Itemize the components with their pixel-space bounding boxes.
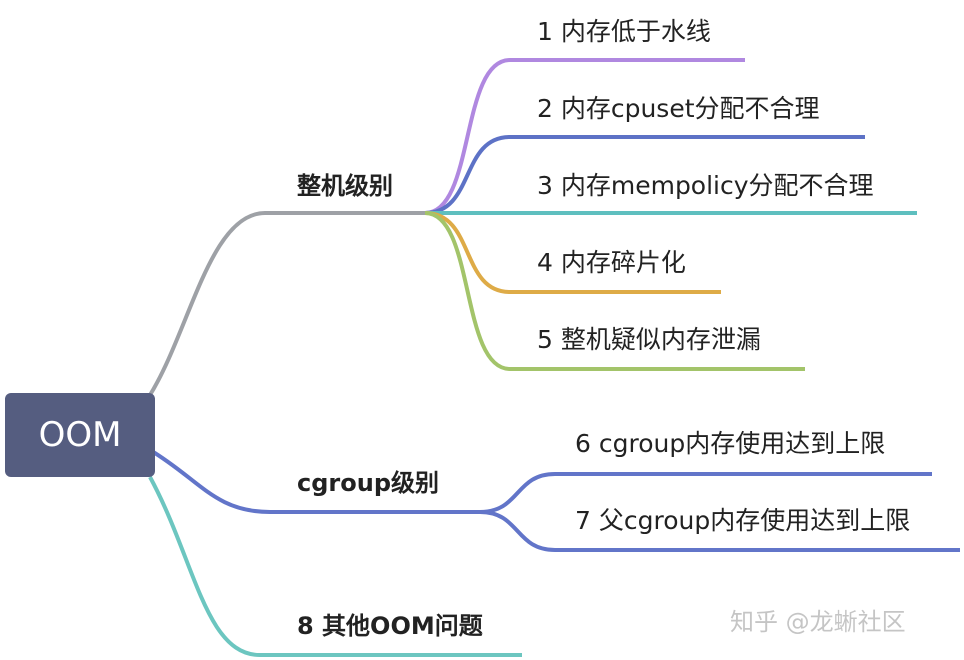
connector-cgroup-limit bbox=[479, 472, 932, 514]
leaf-parent-cgroup-limit[interactable]: 7 父cgroup内存使用达到上限 bbox=[575, 506, 911, 535]
leaf-mempolicy[interactable]: 3 内存mempolicy分配不合理 bbox=[537, 171, 874, 200]
connector-fragmentation bbox=[424, 211, 721, 294]
connector-root-to-whole-machine bbox=[148, 211, 425, 397]
watermark: 知乎 @龙蜥社区 bbox=[730, 608, 906, 636]
root-node-label: OOM bbox=[38, 415, 122, 455]
root-node-oom[interactable]: OOM bbox=[5, 393, 155, 477]
leaf-cpuset[interactable]: 2 内存cpuset分配不合理 bbox=[537, 94, 820, 123]
branch-whole-machine[interactable]: 整机级别 bbox=[297, 172, 393, 200]
connector-cpuset bbox=[424, 135, 865, 215]
branch-other-oom[interactable]: 8 其他OOM问题 bbox=[297, 612, 483, 640]
connector-root-to-cgroup bbox=[148, 448, 480, 514]
leaf-cgroup-limit[interactable]: 6 cgroup内存使用达到上限 bbox=[575, 429, 886, 458]
connector-root-to-other bbox=[148, 476, 522, 657]
connector-low-watermark bbox=[424, 58, 745, 215]
leaf-memory-leak[interactable]: 5 整机疑似内存泄漏 bbox=[537, 325, 761, 354]
leaf-low-watermark[interactable]: 1 内存低于水线 bbox=[537, 17, 711, 46]
connector-memory-leak bbox=[424, 211, 805, 371]
branch-cgroup[interactable]: cgroup级别 bbox=[297, 469, 439, 497]
connector-parent-cgroup-limit bbox=[479, 510, 960, 552]
leaf-fragmentation[interactable]: 4 内存碎片化 bbox=[537, 248, 686, 277]
